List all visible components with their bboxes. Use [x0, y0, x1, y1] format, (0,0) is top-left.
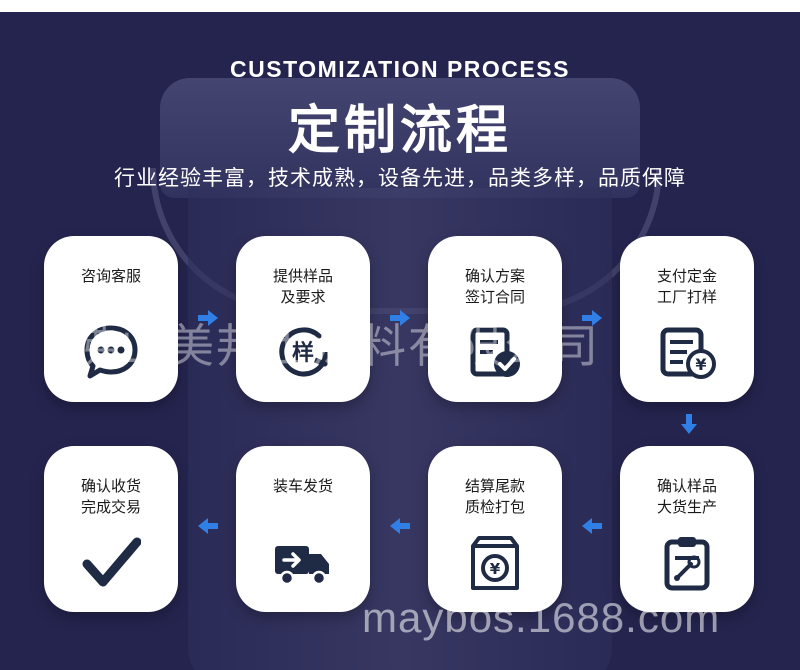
- step-label: 装车发货: [236, 476, 370, 497]
- checkmark-icon: [82, 537, 141, 587]
- step-card-complete: 确认收货 完成交易: [44, 446, 178, 612]
- title-chinese: 定制流程: [287, 101, 512, 161]
- title-english: CUSTOMIZATION PROCESS: [230, 56, 570, 82]
- step-label-line2: 质检打包: [464, 498, 525, 516]
- arrow-left-icon: [198, 518, 218, 534]
- package-yen-icon: ¥: [471, 536, 519, 590]
- step-label-line1: 装车发货: [272, 477, 333, 495]
- step-label-line1: 结算尾款: [464, 477, 525, 495]
- svg-text:样: 样: [292, 340, 314, 366]
- top-strip: [0, 0, 800, 12]
- step-label-line1: 咨询客服: [80, 267, 141, 285]
- step-label-line1: 确认样品: [656, 477, 717, 495]
- step-label-line2: 签订合同: [464, 288, 525, 306]
- step-label-line1: 确认方案: [464, 267, 525, 285]
- svg-text:¥: ¥: [695, 355, 706, 374]
- step-label-line2: 及要求: [280, 288, 326, 306]
- step-label: 确认样品 大货生产: [620, 476, 754, 518]
- step-card-consult: 咨询客服: [44, 236, 178, 402]
- step-card-payment: 支付定金 工厂打样 ¥: [620, 236, 754, 402]
- payment-invoice-icon: ¥: [660, 327, 716, 379]
- step-card-production: 确认样品 大货生产: [620, 446, 754, 612]
- step-label: 结算尾款 质检打包: [428, 476, 562, 518]
- step-label: 确认收货 完成交易: [44, 476, 178, 518]
- arrow-left-icon: [582, 518, 602, 534]
- step-label-line1: 提供样品: [272, 267, 333, 285]
- sample-cycle-icon: 样: [279, 327, 328, 377]
- step-label-line2: 大货生产: [656, 498, 717, 516]
- arrow-right-icon: [390, 310, 410, 326]
- step-label: 支付定金 工厂打样: [620, 266, 754, 308]
- step-card-contract: 确认方案 签订合同: [428, 236, 562, 402]
- arrow-right-icon: [198, 310, 218, 326]
- step-label: 确认方案 签订合同: [428, 266, 562, 308]
- arrow-down-icon: [681, 414, 697, 434]
- contract-check-icon: [470, 327, 520, 377]
- arrow-right-icon: [582, 310, 602, 326]
- step-label-line1: 支付定金: [656, 267, 717, 285]
- site-watermark: maybos.1688.com: [362, 594, 721, 641]
- bucket-lid: [160, 78, 640, 198]
- arrow-left-icon: [390, 518, 410, 534]
- svg-text:¥: ¥: [490, 560, 501, 578]
- step-label-line2: 工厂打样: [656, 288, 717, 306]
- step-card-sample: 提供样品 及要求 样: [236, 236, 370, 402]
- step-card-packing: 结算尾款 质检打包 ¥: [428, 446, 562, 612]
- clipboard-tools-icon: [664, 537, 710, 591]
- delivery-truck-icon: [275, 546, 329, 586]
- subtitle: 行业经验丰富，技术成熟，设备先进，品类多样，品质保障: [114, 166, 686, 190]
- step-label: 提供样品 及要求: [236, 266, 370, 308]
- step-card-shipping: 装车发货: [236, 446, 370, 612]
- step-label: 咨询客服: [44, 266, 178, 287]
- chat-bubble-icon: [84, 325, 138, 379]
- step-label-line2: 完成交易: [80, 498, 141, 516]
- step-label-line1: 确认收货: [80, 477, 141, 495]
